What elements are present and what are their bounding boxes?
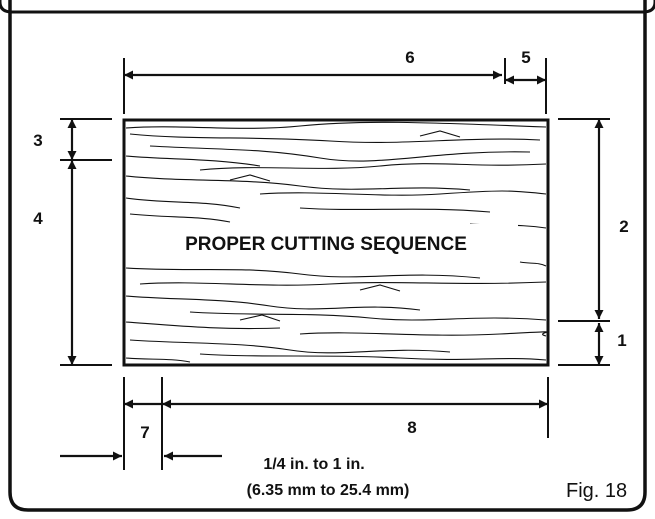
step-1-label: 1	[617, 331, 626, 350]
wood-board	[122, 118, 550, 367]
range-note-metric: (6.35 mm to 25.4 mm)	[247, 482, 410, 499]
dimension-arrows	[60, 70, 604, 461]
step-2-label: 2	[619, 217, 628, 236]
inner-frame	[0, 0, 655, 14]
range-note-imperial: 1/4 in. to 1 in.	[263, 456, 364, 473]
step-3-label: 3	[33, 131, 42, 150]
step-6-label: 6	[405, 48, 414, 67]
board-label: PROPER CUTTING SEQUENCE	[185, 234, 467, 255]
step-5-label: 5	[521, 48, 530, 67]
wood-grain	[125, 121, 548, 363]
step-7-label: 7	[140, 423, 149, 442]
outer-frame	[8, 0, 647, 512]
step-4-label: 4	[33, 209, 43, 228]
figure-label: Fig. 18	[566, 480, 627, 502]
step-8-label: 8	[407, 418, 416, 437]
label-backdrop	[158, 224, 518, 260]
